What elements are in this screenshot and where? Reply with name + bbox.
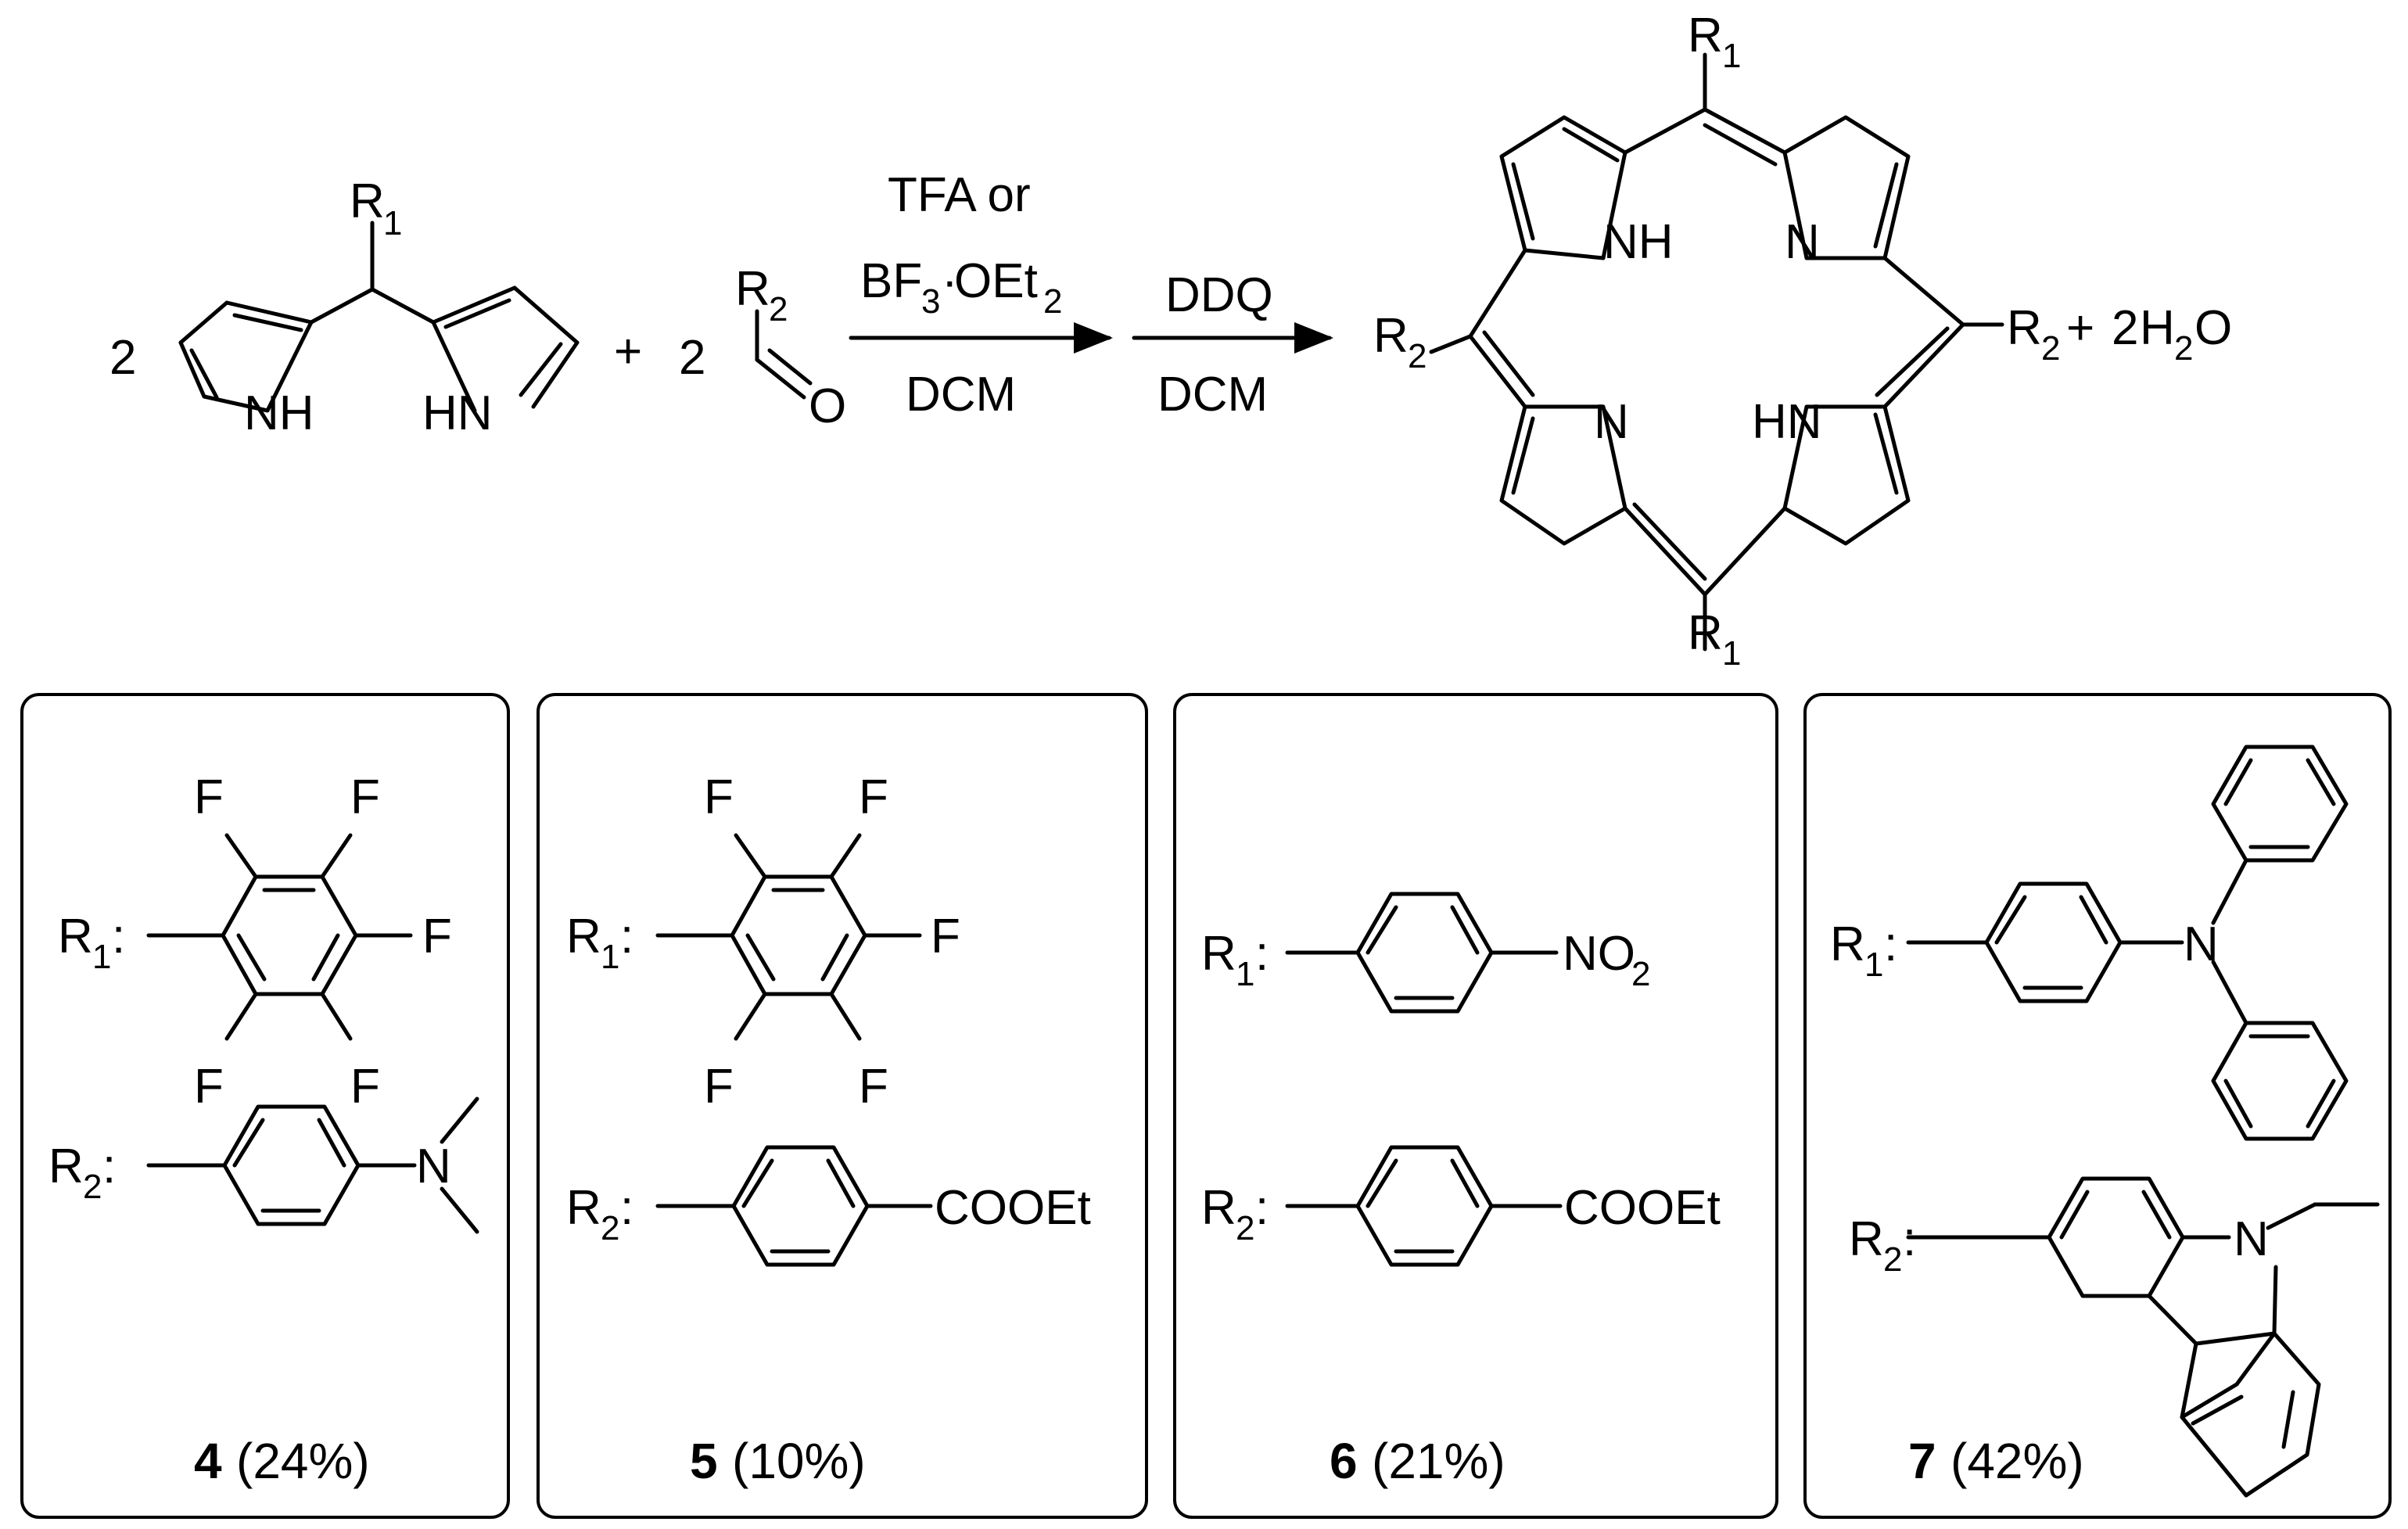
porphyrin-structure: R 1 R 1 R 2 R 2 NH N N HN bbox=[1373, 9, 2060, 673]
porphyrin-n-bottom: N bbox=[1594, 395, 1629, 449]
panel-4-r2-subscript: 2 bbox=[83, 1168, 102, 1206]
panel-7-yield: (42%) bbox=[1950, 1433, 2084, 1489]
panel-5-f-top-right: F bbox=[859, 770, 888, 824]
panel-5-r1-subscript: 1 bbox=[601, 938, 619, 976]
panel-5-f-bottom-left: F bbox=[704, 1060, 734, 1114]
panel-5-f-bottom-right: F bbox=[859, 1060, 888, 1114]
panel-4-f-bottom-right: F bbox=[350, 1060, 380, 1114]
porphyrin-nh: NH bbox=[1603, 215, 1674, 269]
porphyrin-r1-bottom: R bbox=[1688, 606, 1723, 660]
step1-bf-label: BF bbox=[860, 254, 922, 308]
panel-7-compound-number: 7 bbox=[1908, 1433, 1936, 1489]
panel-5-r2-label: R bbox=[566, 1181, 601, 1235]
panel-5-r2-group: COOEt bbox=[935, 1181, 1091, 1235]
panel-5-compound-number: 5 bbox=[690, 1433, 718, 1489]
panel-4-r1-subscript: 1 bbox=[92, 938, 111, 976]
panel-4-f-top-right: F bbox=[350, 770, 380, 824]
step1-oet-label: OEt bbox=[954, 254, 1038, 308]
panel-5-yield: (10%) bbox=[732, 1433, 866, 1489]
panel-7-r2-colon: : bbox=[1903, 1212, 1916, 1266]
panel-7-r1-group: N bbox=[2184, 917, 2219, 971]
panel-4-r2-colon: : bbox=[102, 1140, 116, 1193]
panel-7-r2-subscript: 2 bbox=[1883, 1240, 1902, 1279]
panel-4-compound-number: 4 bbox=[194, 1433, 222, 1489]
panel-5-f-right: F bbox=[931, 910, 960, 964]
panel-4-yield: (24%) bbox=[236, 1433, 370, 1489]
plus-sign: + bbox=[614, 325, 642, 379]
dipyrromethane-bonds bbox=[178, 221, 580, 413]
aldehyde-structure: R 2 O bbox=[735, 262, 846, 433]
porphyrin-r2-left-subscript: 2 bbox=[1408, 337, 1426, 375]
water-h: H bbox=[2140, 301, 2175, 355]
panel-6-r1-group: NO bbox=[1563, 927, 1635, 981]
porphyrin-r1-bottom-subscript: 1 bbox=[1722, 634, 1741, 673]
porphyrin-r2-left: R bbox=[1373, 309, 1409, 363]
panel-4-f-right: F bbox=[422, 910, 452, 964]
panel-5-r2-colon: : bbox=[620, 1181, 633, 1235]
water-h-subscript: 2 bbox=[2174, 329, 2193, 368]
reaction-arrow-2: DDQ DCM bbox=[1132, 268, 1333, 422]
aldehyde-coefficient: 2 bbox=[679, 331, 705, 385]
reaction-arrow-1: TFA or BF 3 · OEt 2 DCM bbox=[849, 168, 1113, 422]
water-o: O bbox=[2194, 301, 2232, 355]
panel-5-r2-subscript: 2 bbox=[601, 1209, 619, 1247]
panel-7-r2-group: N bbox=[2234, 1212, 2269, 1266]
water-byproduct: + 2 H 2 O bbox=[2066, 301, 2232, 368]
panel-6-r2-group: COOEt bbox=[1564, 1181, 1721, 1235]
panel-4-r1-label: R bbox=[58, 910, 93, 964]
panel-6-r1-subscript: 1 bbox=[1236, 955, 1254, 993]
panel-4-r2-group: N bbox=[416, 1140, 451, 1193]
panel-6-r1-group-subscript: 2 bbox=[1631, 955, 1650, 993]
porphyrin-r2-right: R bbox=[2007, 301, 2042, 355]
porphyrin-r1-top: R bbox=[1688, 9, 1723, 63]
porphyrin-r1-top-subscript: 1 bbox=[1722, 37, 1741, 75]
panel-5: F F F F F R 1 : R 2 : COOEt 5 (10%) bbox=[537, 693, 1148, 1519]
panel-6-compound-number: 6 bbox=[1330, 1433, 1358, 1489]
panel-6: R 1 : NO 2 R 2 : COOEt 6 (21%) bbox=[1173, 693, 1778, 1519]
aldehyde-oxygen-label: O bbox=[809, 379, 846, 433]
panel-4-f-top-left: F bbox=[194, 770, 224, 824]
panel-6-r1-label: R bbox=[1201, 927, 1236, 981]
porphyrin-n-top: N bbox=[1785, 215, 1820, 269]
panel-6-r2-subscript: 2 bbox=[1236, 1209, 1254, 1247]
panel-7-r1-subscript: 1 bbox=[1864, 946, 1883, 984]
aldehyde-r-subscript: 2 bbox=[769, 290, 788, 328]
panel-7-r1-colon: : bbox=[1884, 917, 1897, 971]
step1-oet-subscript: 2 bbox=[1043, 282, 1062, 321]
panel-6-r2-colon: : bbox=[1255, 1181, 1269, 1235]
dipyrromethane-coefficient: 2 bbox=[109, 331, 136, 385]
panel-4-r2-label: R bbox=[48, 1140, 84, 1193]
panel-6-r2-label: R bbox=[1201, 1181, 1236, 1235]
panel-7-r1-label: R bbox=[1830, 917, 1865, 971]
step1-dot: · bbox=[942, 254, 958, 308]
dipyrromethane-r-label: R bbox=[350, 174, 385, 228]
step1-solvent: DCM bbox=[906, 368, 1016, 422]
aldehyde-r-label: R bbox=[735, 262, 770, 316]
panel-5-r1-label: R bbox=[566, 910, 601, 964]
panel-7-r2-label: R bbox=[1849, 1212, 1884, 1266]
panel-4: F F F F F R 1 : R 2 : N 4 (24%) bbox=[20, 693, 510, 1519]
panel-6-yield: (21%) bbox=[1372, 1433, 1505, 1489]
porphyrin-r2-right-subscript: 2 bbox=[2041, 329, 2060, 368]
step2-reagent: DDQ bbox=[1165, 268, 1273, 322]
panel-5-r1-colon: : bbox=[620, 910, 633, 964]
dipyrromethane-structure: R 1 NH HN bbox=[178, 174, 580, 440]
panel-6-r1-colon: : bbox=[1255, 927, 1269, 981]
panel-7: R 1 : N R 2 : N 7 (42%) bbox=[1803, 693, 2392, 1519]
left-nh-label: NH bbox=[244, 386, 314, 440]
porphyrin-bonds bbox=[1429, 52, 2004, 651]
panel-4-f-bottom-left: F bbox=[194, 1060, 224, 1114]
step2-solvent: DCM bbox=[1157, 368, 1268, 422]
panel-5-f-top-left: F bbox=[704, 770, 734, 824]
porphyrin-hn: HN bbox=[1752, 395, 1822, 449]
plus-sign-2: + bbox=[2066, 301, 2094, 355]
panel-4-r1-colon: : bbox=[112, 910, 125, 964]
step1-bf-subscript: 3 bbox=[921, 282, 940, 321]
dipyrromethane-r-subscript: 1 bbox=[383, 204, 402, 242]
step1-acid-line: TFA or bbox=[888, 168, 1031, 222]
right-hn-label: HN bbox=[422, 386, 493, 440]
water-coefficient: 2 bbox=[2112, 301, 2138, 355]
